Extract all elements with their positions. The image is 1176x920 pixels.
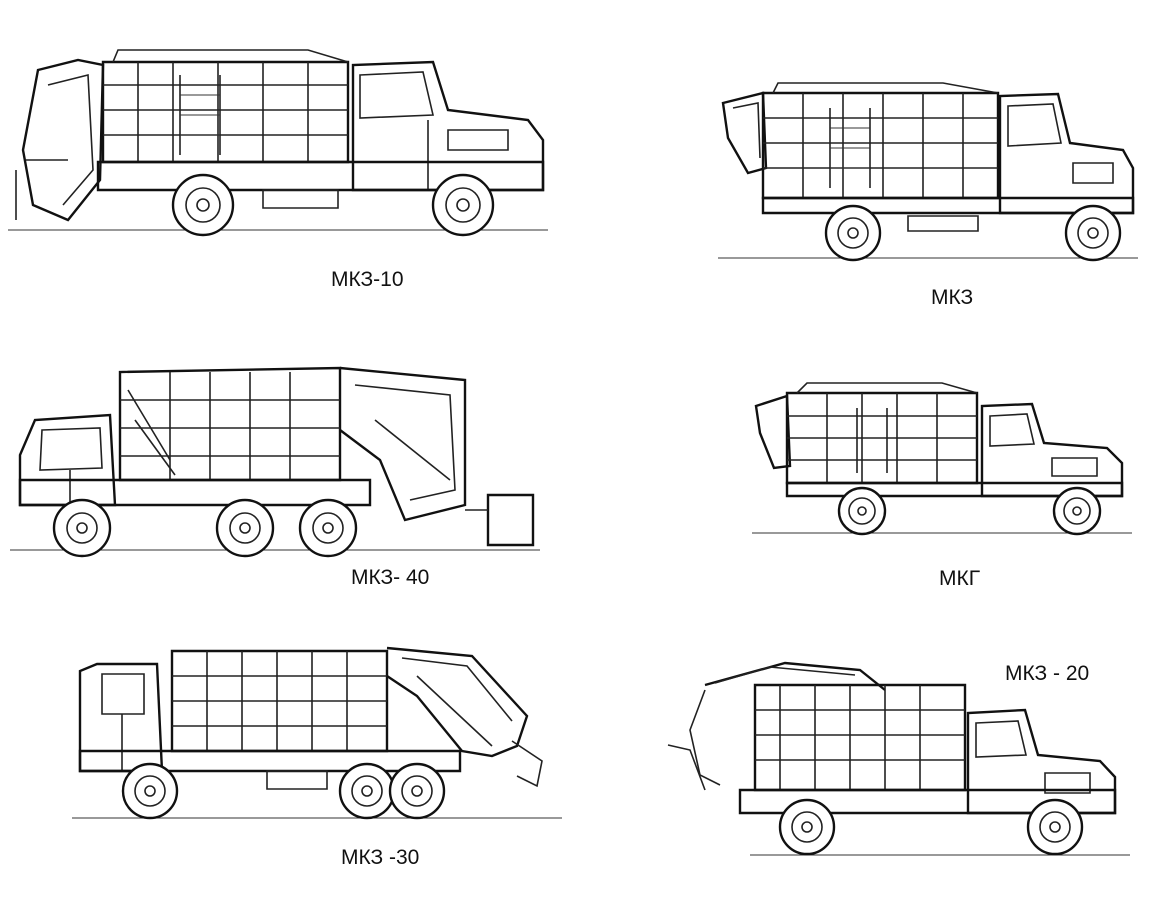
truck-label-mkz-40: МКЗ- 40 bbox=[351, 566, 430, 589]
truck-label-mkz-10: МКЗ-10 bbox=[331, 268, 404, 291]
truck-drawing-mkz-40 bbox=[10, 360, 540, 565]
truck-drawing-mkz-10 bbox=[8, 40, 548, 250]
truck-label-mkz-20: МКЗ - 20 bbox=[1005, 662, 1090, 685]
truck-label-mkz: МКЗ bbox=[931, 286, 974, 309]
truck-drawing-mkg bbox=[752, 378, 1132, 543]
truck-drawing-mkz bbox=[718, 78, 1138, 273]
truck-drawing-mkz-30 bbox=[72, 636, 562, 826]
truck-label-mkg: МКГ bbox=[939, 567, 981, 590]
truck-label-mkz-30: МКЗ -30 bbox=[341, 846, 420, 869]
truck-drawing-mkz-20 bbox=[660, 655, 1130, 865]
